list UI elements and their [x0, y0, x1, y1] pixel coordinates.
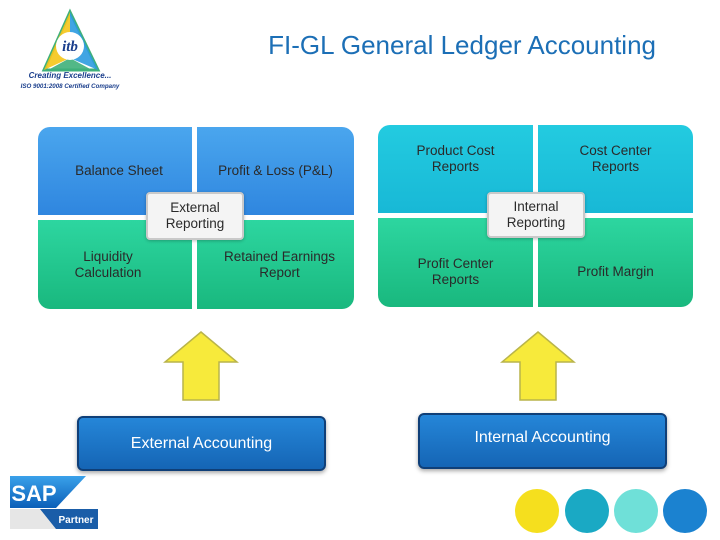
internal-reporting-label: Internal Reporting — [487, 192, 585, 238]
itb-logo: itb Creating Excellence... ISO 9001:2008… — [8, 8, 138, 98]
sap-brand-text: SAP — [11, 481, 56, 506]
retained-earnings-label: Retained Earnings Report — [223, 248, 336, 280]
decor-circle-mint — [614, 489, 658, 533]
profit-margin-label: Profit Margin — [577, 263, 654, 279]
external-reporting-label: External Reporting — [146, 192, 244, 240]
logo-tagline: Creating Excellence... — [29, 71, 112, 80]
internal-up-arrow-icon — [500, 331, 576, 401]
external-reporting-grid: Balance Sheet Profit & Loss (P&L) Liquid… — [38, 127, 354, 309]
profit-center-label: Profit Center Reports — [417, 256, 494, 287]
itb-logo-icon: itb Creating Excellence... ISO 9001:2008… — [21, 8, 120, 90]
profit-center-tile: Profit Center Reports — [378, 218, 533, 307]
external-up-arrow-icon — [163, 331, 239, 401]
profit-loss-label: Profit & Loss (P&L) — [218, 163, 333, 178]
page-title: FI-GL General Ledger Accounting — [268, 30, 656, 60]
cost-center-label: Cost Center Reports — [579, 143, 652, 174]
sap-partner-text: Partner — [58, 515, 93, 526]
decor-circle-blue — [663, 489, 707, 533]
decor-circle-yellow — [515, 489, 559, 533]
internal-reporting-grid: Product Cost Reports Cost Center Reports… — [378, 125, 693, 307]
internal-accounting-button[interactable]: Internal Accounting — [418, 413, 667, 469]
external-accounting-button[interactable]: External Accounting — [77, 416, 326, 471]
liquidity-calculation-label: Liquidity Calculation — [74, 248, 142, 280]
sap-partner-badge: SAP Partner — [10, 476, 100, 532]
decor-circle-teal — [565, 489, 609, 533]
product-cost-label: Product Cost Reports — [416, 143, 495, 174]
logo-certification: ISO 9001:2008 Certified Company — [21, 83, 120, 90]
sap-logo-icon: SAP Partner — [10, 476, 98, 529]
balance-sheet-label: Balance Sheet — [75, 163, 163, 178]
logo-brand-text: itb — [62, 39, 78, 55]
